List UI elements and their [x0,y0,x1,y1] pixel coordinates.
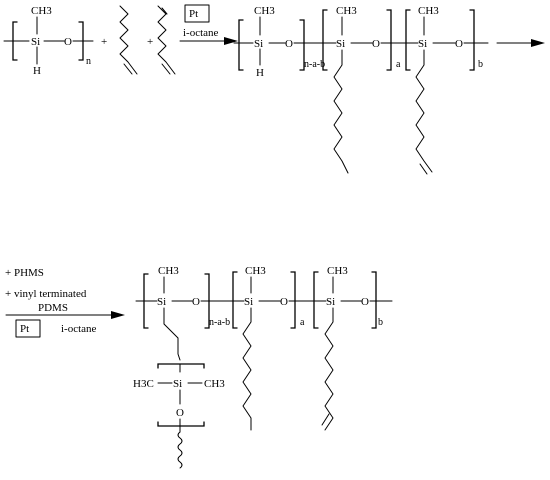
plus-sign-2: + [147,36,153,48]
p1-h-label: H [256,67,264,79]
reactant-o-label: O [64,36,72,48]
p1-bracket-3-right [469,9,475,71]
p1-o1-label: O [285,38,293,50]
p1-bracket-1-left [238,19,244,71]
p1-o2-label: O [372,38,380,50]
reactant-si-label: Si [31,36,40,48]
p1-bracket-2-left [322,9,328,71]
step2-cond-pdms: PDMS [38,302,68,314]
step1-reaction-arrow: Pt i-octane [179,4,238,45]
p2-pdms-h3c: H3C [133,378,154,390]
p2-pdms-bracket-bottom [157,421,205,427]
p2-si3-label: Si [326,296,335,308]
step1-product: Si O Si O Si O CH3 CH3 CH3 H n-a-b a [233,5,489,175]
p1-si1-label: Si [254,38,263,50]
p1-octyl-chain [333,49,349,174]
p2-o3-label: O [361,296,369,308]
p2-sub-2: a [300,317,305,328]
continuation-arrow [496,39,545,47]
p2-methyl-1: CH3 [158,265,179,277]
p1-o3-label: O [455,38,463,50]
p2-pdms-o: O [176,407,184,419]
step2-solvent: i-octane [61,323,97,335]
step2-catalyst-box [15,319,41,338]
step1-catalyst: Pt [189,8,198,20]
p2-methyl-2: CH3 [245,265,266,277]
p1-bracket-3-left [405,9,411,71]
p1-si3-label: Si [418,38,427,50]
p2-bracket-2-left [232,271,238,329]
p2-bracket-2-right [290,271,296,329]
p2-bracket-3-left [313,271,319,329]
p2-pdms-ch3: CH3 [204,378,225,390]
step2-reaction-arrow: + PHMS + vinyl terminated PDMS Pt i-octa… [5,267,125,338]
p2-octyl-chain [242,307,252,431]
reactant-h-label: H [33,65,41,77]
reactant-phms: CH3 Si O H n [3,5,94,77]
reactant-repeat-n: n [86,56,91,67]
p2-bracket-1-left [143,273,149,329]
step2-cond-vinyl: + vinyl terminated [5,288,87,300]
p2-sub-3: b [378,317,383,328]
step1-solvent: i-octane [183,27,219,39]
p1-si2-label: Si [336,38,345,50]
p1-sub-2: a [396,59,401,70]
p1-sub-3: b [478,59,483,70]
p2-pdms-si: Si [173,378,182,390]
step2-cond-phms: + PHMS [5,267,44,279]
p1-bracket-2-right [386,9,392,71]
p2-bracket-3-right [371,271,377,329]
p1-sub-1: n-a-b [304,59,325,70]
step1-catalyst-box [184,4,210,23]
p2-o2-label: O [280,296,288,308]
plus-sign-1: + [101,36,107,48]
reactant-methyl-label: CH3 [31,5,52,17]
p1-methyl-1: CH3 [254,5,275,17]
p2-methyl-3: CH3 [327,265,348,277]
p1-methyl-3: CH3 [418,5,439,17]
p1-octenyl-chain [415,49,433,173]
p1-bracket-1-right [299,19,305,71]
p2-si1-label: Si [157,296,166,308]
p2-wavy-bond [177,431,183,469]
reactant-bracket-right [78,21,84,61]
p2-si2-label: Si [244,296,253,308]
reactant-bracket-left [12,21,18,61]
step2-catalyst: Pt [20,323,29,335]
step2-product: Si O Si O Si O CH3 CH3 CH3 H3C Si CH3 O [133,265,393,469]
p2-octenyl-chain [324,307,334,431]
p2-bracket-1-right [204,273,210,329]
p2-sub-1: n-a-b [209,317,230,328]
p2-pdms-bracket-top [157,363,205,369]
p2-crosslink-chain [163,307,181,361]
octadiene-molecule [157,5,176,75]
p2-o1-label: O [192,296,200,308]
p1-methyl-2: CH3 [336,5,357,17]
octene-molecule [119,5,138,75]
